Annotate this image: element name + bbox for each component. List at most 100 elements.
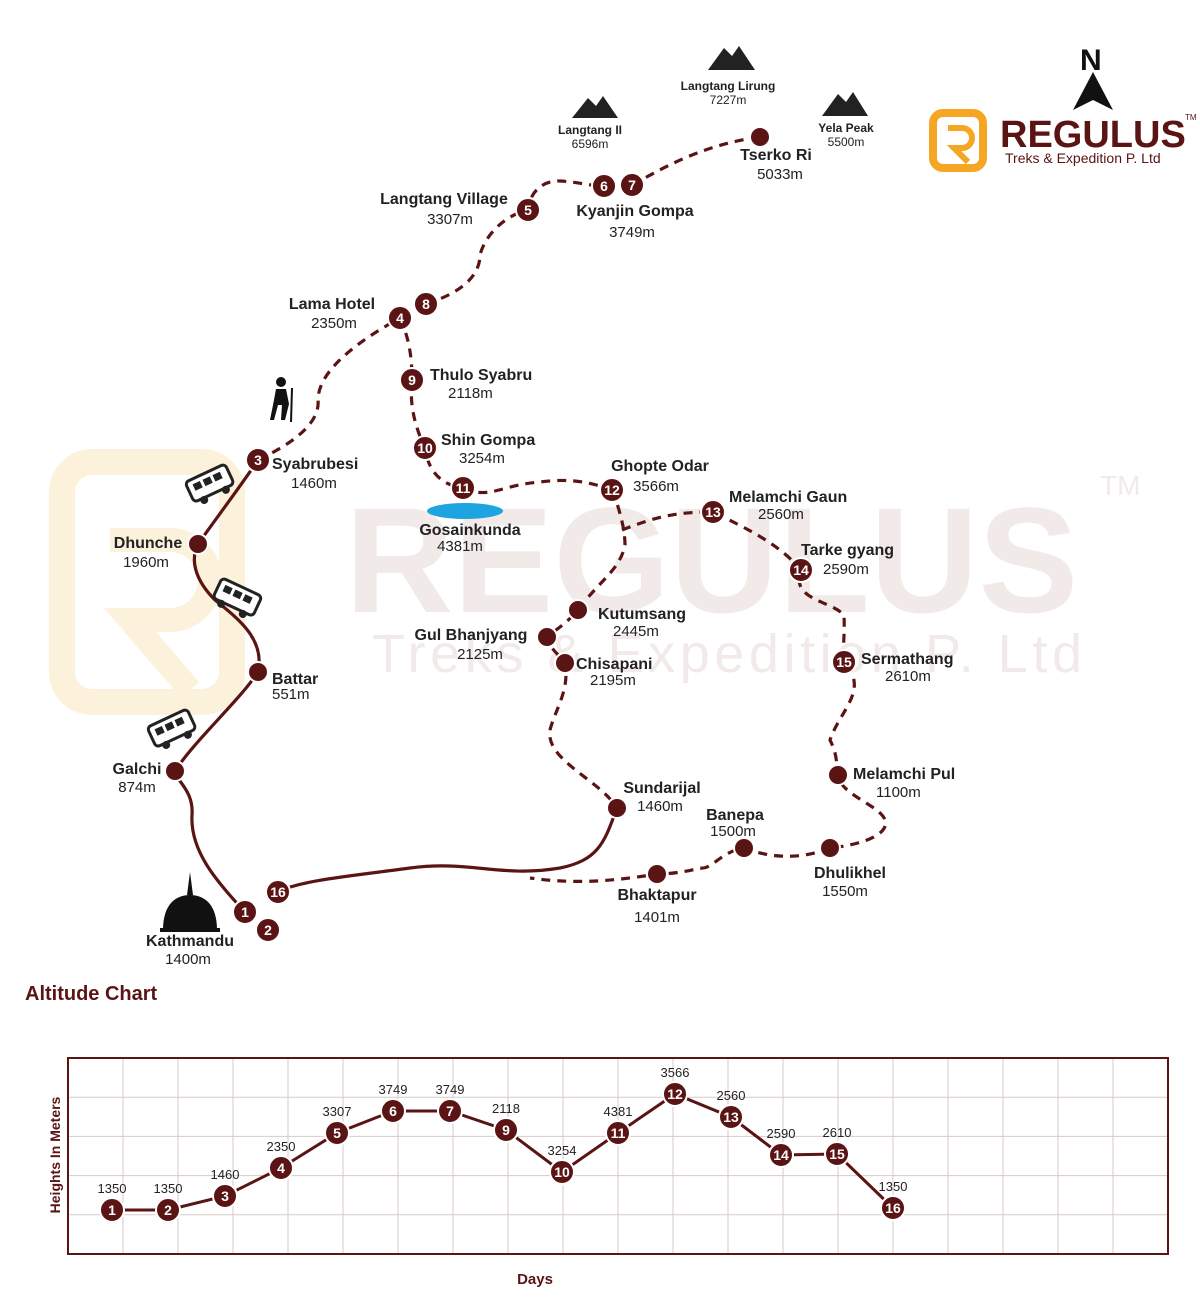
chart-point bbox=[549, 1159, 575, 1185]
stop-altitude: 2610m bbox=[885, 668, 931, 685]
chart-point bbox=[493, 1117, 519, 1143]
chart-point bbox=[605, 1120, 631, 1146]
stop-galchi: Galchi 874m bbox=[113, 761, 162, 796]
stop-altitude: 3307m bbox=[427, 211, 473, 228]
day-number: 5 bbox=[524, 202, 532, 218]
stop-name: Syabrubesi bbox=[272, 456, 358, 473]
stop-name: Gul Bhanjyang bbox=[415, 627, 528, 644]
gosainkunda-lake-icon bbox=[427, 503, 503, 519]
stop-marker-gul-bhanjyang bbox=[536, 626, 558, 648]
chart-point bbox=[880, 1195, 906, 1221]
chart-point bbox=[768, 1142, 794, 1168]
chart-point bbox=[437, 1098, 463, 1124]
chart-title: Altitude Chart bbox=[25, 983, 158, 1005]
day-number: 14 bbox=[793, 562, 809, 578]
stop-lama-hotel: Lama Hotel 2350m bbox=[289, 296, 375, 332]
chart-point-label: 1460 bbox=[211, 1167, 240, 1182]
day-marker-9 bbox=[399, 367, 425, 393]
stop-chisapani: Chisapani 2195m bbox=[576, 656, 652, 689]
day-number: 4 bbox=[396, 310, 404, 326]
stop-ghopte-odar: Ghopte Odar 3566m bbox=[611, 458, 709, 495]
watermark-tm: TM bbox=[1100, 470, 1140, 501]
chart-point-day: 16 bbox=[885, 1200, 901, 1216]
stop-marker-melamchi-pul bbox=[827, 764, 849, 786]
stop-altitude: 1960m bbox=[123, 554, 169, 571]
peak-name: Langtang Lirung bbox=[681, 79, 776, 93]
day-marker-4 bbox=[387, 305, 413, 331]
day-marker-8 bbox=[413, 291, 439, 317]
day-marker-5 bbox=[515, 197, 541, 223]
day-number: 10 bbox=[417, 440, 433, 456]
stop-marker-dhunche bbox=[187, 533, 209, 555]
day-number: 13 bbox=[705, 504, 721, 520]
stop-name: Sermathang bbox=[861, 651, 953, 668]
day-marker-3 bbox=[245, 447, 271, 473]
stop-name: Kathmandu bbox=[146, 933, 234, 950]
day-number: 15 bbox=[836, 654, 852, 670]
altitude-chart: Altitude Chart Heights In Meters Days 11… bbox=[25, 983, 1169, 1288]
compass-label: N bbox=[1080, 44, 1102, 77]
chart-point-day: 4 bbox=[277, 1160, 285, 1176]
stop-name: Tarke gyang bbox=[801, 542, 894, 559]
chart-point-day: 6 bbox=[389, 1103, 397, 1119]
stop-name: Kyanjin Gompa bbox=[576, 203, 693, 220]
chart-point-label: 2590 bbox=[767, 1126, 796, 1141]
chart-point bbox=[824, 1141, 850, 1167]
chart-point-day: 15 bbox=[829, 1146, 845, 1162]
day-number: 9 bbox=[408, 372, 416, 388]
chart-point bbox=[324, 1120, 350, 1146]
stop-altitude: 1400m bbox=[165, 951, 211, 968]
chart-point bbox=[380, 1098, 406, 1124]
trek-route-helambu bbox=[462, 478, 888, 850]
peak-langtang-lirung: Langtang Lirung 7227m bbox=[681, 46, 776, 107]
stop-gul-bhanjyang: Gul Bhanjyang 2125m bbox=[415, 627, 528, 663]
trek-route-langtang bbox=[257, 135, 761, 462]
chart-point-label: 2610 bbox=[823, 1125, 852, 1140]
chart-point-label: 2560 bbox=[717, 1088, 746, 1103]
stop-melamchi-pul: Melamchi Pul 1100m bbox=[853, 766, 955, 801]
stop-thulo-syabru: Thulo Syabru 2118m bbox=[430, 367, 532, 402]
day-number: 11 bbox=[456, 480, 471, 496]
chart-point-day: 3 bbox=[221, 1188, 229, 1204]
stop-marker-dhulikhel bbox=[819, 837, 841, 859]
bus-icon bbox=[212, 577, 263, 618]
hiker-icon bbox=[270, 377, 293, 423]
stop-altitude: 1401m bbox=[634, 909, 680, 926]
stop-marker-battar bbox=[247, 661, 269, 683]
chart-point-day: 9 bbox=[502, 1122, 510, 1138]
stop-altitude: 1460m bbox=[637, 798, 683, 815]
stop-kathmandu: Kathmandu 1400m bbox=[146, 933, 234, 968]
stop-altitude: 3566m bbox=[633, 478, 679, 495]
stop-kutumsang: Kutumsang 2445m bbox=[598, 606, 686, 640]
stop-tarke-gyang: Tarke gyang 2590m bbox=[801, 542, 894, 578]
stop-name: Chisapani bbox=[576, 656, 652, 673]
peak-name: Langtang II bbox=[558, 123, 622, 137]
chart-point-day: 2 bbox=[164, 1202, 172, 1218]
stop-altitude: 2560m bbox=[758, 506, 804, 523]
return-drive-route bbox=[277, 807, 619, 894]
stop-name: Kutumsang bbox=[598, 606, 686, 623]
stupa-icon bbox=[160, 872, 220, 932]
chart-point-label: 2118 bbox=[492, 1101, 520, 1116]
chart-point-label: 3254 bbox=[548, 1143, 577, 1158]
trek-route-gosainkunda bbox=[398, 317, 464, 490]
stop-altitude: 2125m bbox=[457, 646, 503, 663]
stop-name: Banepa bbox=[706, 807, 764, 824]
chart-point bbox=[99, 1197, 125, 1223]
stop-altitude: 3749m bbox=[609, 224, 655, 241]
stop-name: Shin Gompa bbox=[441, 432, 535, 449]
chart-point-day: 11 bbox=[611, 1125, 626, 1141]
stop-name: Thulo Syabru bbox=[430, 367, 532, 384]
bus-icon bbox=[184, 463, 235, 504]
chart-point-day: 5 bbox=[333, 1125, 341, 1141]
stop-name: Melamchi Pul bbox=[853, 766, 955, 783]
chart-point-day: 14 bbox=[773, 1147, 789, 1163]
stop-marker-tserko-ri bbox=[749, 126, 771, 148]
chart-point-label: 1350 bbox=[879, 1179, 908, 1194]
day-number: 2 bbox=[264, 922, 272, 938]
brand-tagline: Treks & Expedition P. Ltd bbox=[1005, 150, 1161, 166]
stop-altitude: 2445m bbox=[613, 623, 659, 640]
stop-banepa: Banepa 1500m bbox=[706, 807, 764, 840]
stop-marker-kutumsang bbox=[567, 599, 589, 621]
